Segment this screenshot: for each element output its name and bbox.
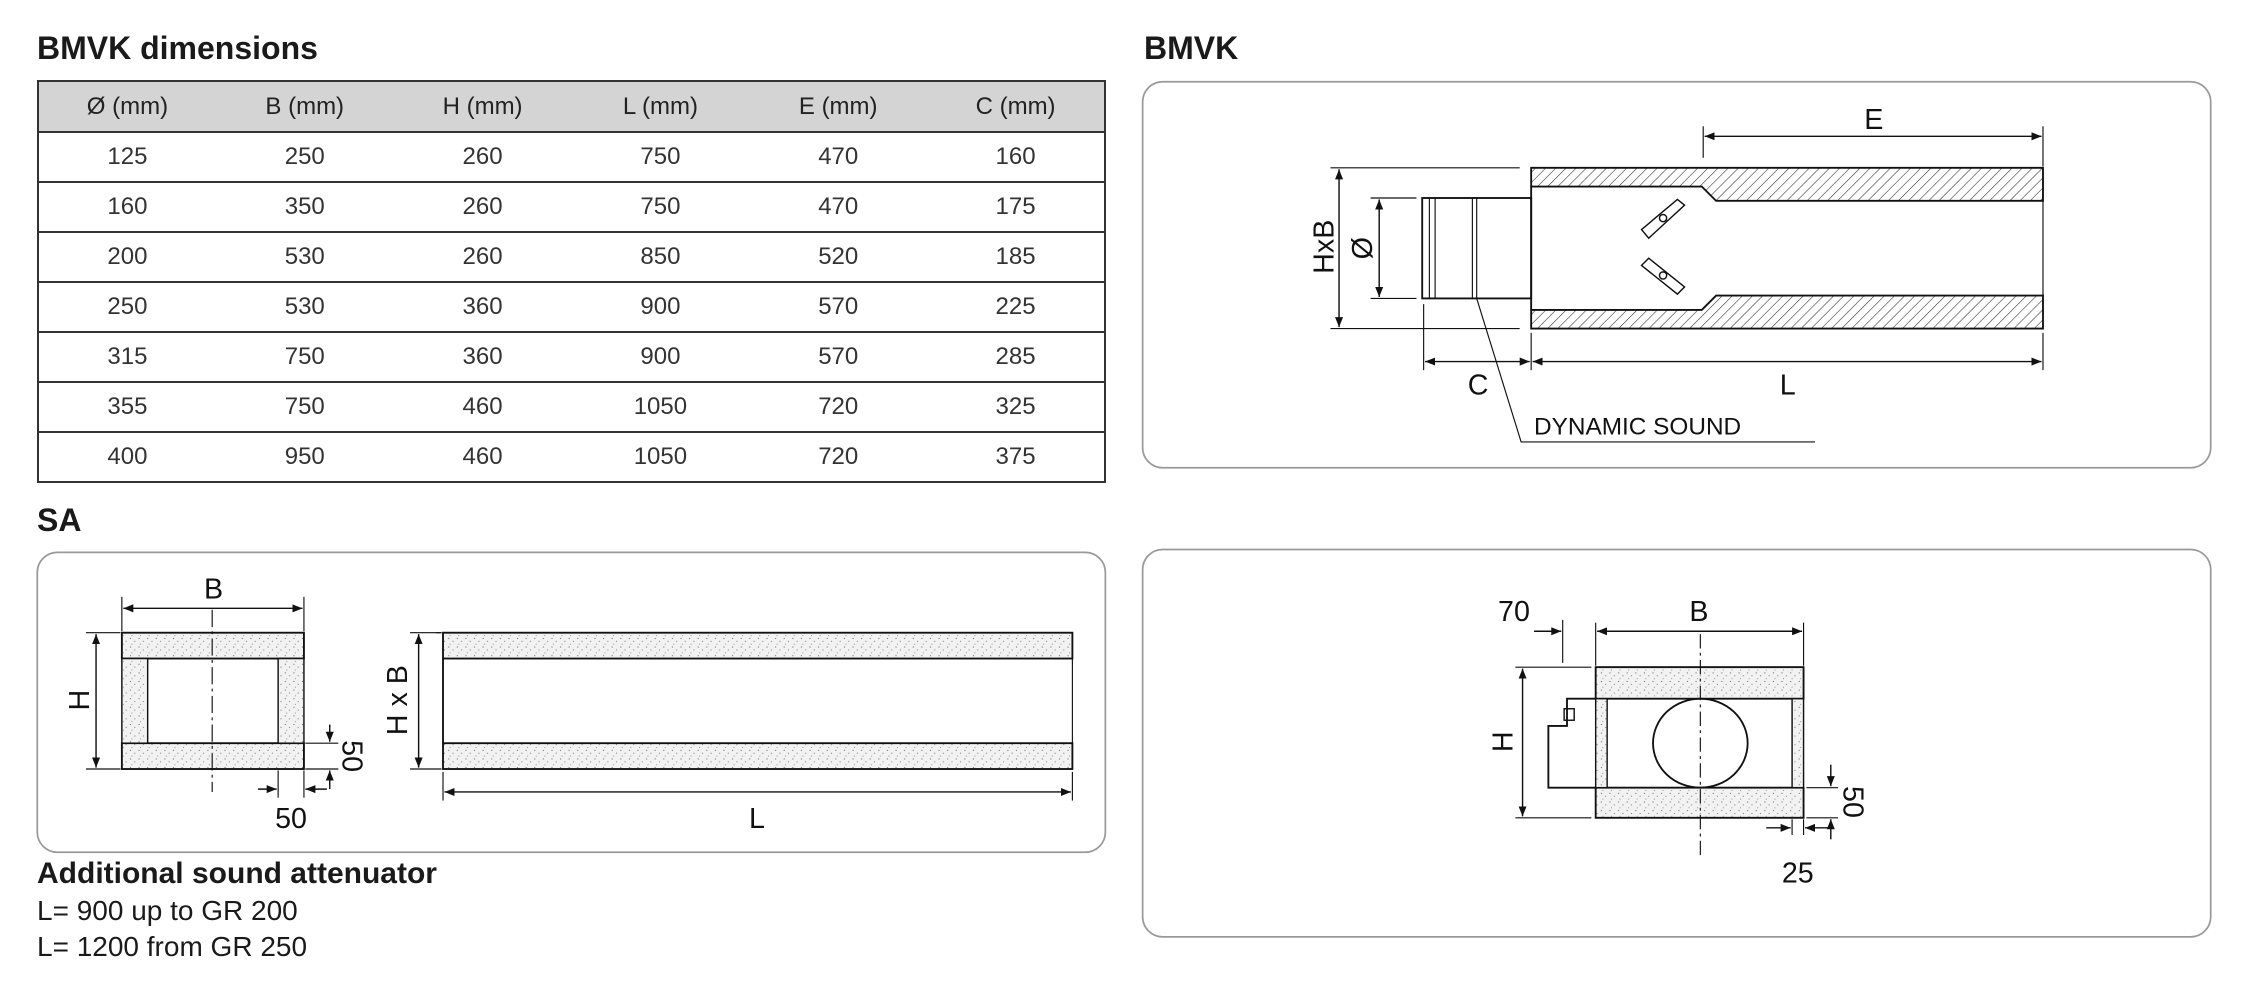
- bottom-hatch: [1530, 294, 2044, 330]
- bmvk-hxb-label: HxB: [1308, 220, 1340, 274]
- table-cell: 200: [38, 231, 216, 282]
- controller-box: [1547, 697, 1596, 789]
- table-cell: 375: [927, 431, 1105, 482]
- table-cell: 1050: [571, 381, 750, 432]
- table-cell: 315: [38, 331, 216, 382]
- table-cell: 570: [749, 281, 928, 332]
- sa-side-view: [442, 631, 1074, 770]
- table-cell: 1050: [571, 431, 750, 482]
- sa-l-label: L: [749, 803, 765, 835]
- notes-line-1: L= 900 up to GR 200: [37, 895, 298, 926]
- section-50-label: 50: [1837, 786, 1869, 818]
- bmvk-diameter-label: Ø: [1347, 237, 1379, 259]
- sa-title: SA: [37, 502, 82, 538]
- sa-50-vertical-label: 50: [336, 740, 368, 772]
- section-b-label: B: [1689, 596, 1708, 628]
- table-cell: 350: [215, 181, 394, 232]
- bmvk-drawing: [1330, 126, 2044, 443]
- bmvk-panel: [1141, 80, 2212, 469]
- table-cell: 250: [38, 281, 216, 332]
- table-cell: 520: [749, 231, 928, 282]
- table-cell: 750: [571, 131, 750, 182]
- table-cell: 260: [393, 231, 572, 282]
- column-header: L (mm): [571, 81, 750, 133]
- notes-title: Additional sound attenuator: [37, 857, 437, 890]
- sa-hxb-label: H x B: [382, 665, 414, 735]
- column-header: H (mm): [393, 81, 572, 133]
- dynamic-sound-label: DYNAMIC SOUND: [1534, 414, 1741, 441]
- table-cell: 900: [571, 331, 750, 382]
- table-cell: 285: [927, 331, 1105, 382]
- table-cell: 125: [38, 131, 216, 182]
- notes-line-2: L= 1200 from GR 250: [37, 931, 308, 962]
- bmvk-title: BMVK: [1144, 30, 1239, 66]
- top-hatch: [1530, 166, 2044, 202]
- table-cell: 750: [571, 181, 750, 232]
- bmvk-c-label: C: [1468, 370, 1489, 402]
- column-header: B (mm): [215, 81, 394, 133]
- bmvk-e-label: E: [1864, 104, 1883, 136]
- table-cell: 355: [38, 381, 216, 432]
- table-cell: 750: [215, 381, 394, 432]
- section-70-label: 70: [1498, 596, 1530, 628]
- table-cell: 460: [393, 381, 572, 432]
- section-drawing: [1547, 634, 1805, 856]
- table-cell: 900: [571, 281, 750, 332]
- dynamic-sound-leader: [1476, 298, 1816, 443]
- sa-50-horizontal-label: 50: [275, 803, 307, 835]
- table-cell: 185: [927, 231, 1105, 282]
- table-cell: 175: [927, 181, 1105, 232]
- table-cell: 850: [571, 231, 750, 282]
- dimensions-table: Ø (mm)B (mm)H (mm)L (mm)E (mm)C (mm) 125…: [37, 80, 1106, 483]
- section-panel: [1141, 548, 2212, 938]
- table-cell: 160: [927, 131, 1105, 182]
- table-cell: 720: [749, 431, 928, 482]
- table-cell: 160: [38, 181, 216, 232]
- section-h-label: H: [1488, 731, 1520, 752]
- sa-b-label: B: [204, 573, 223, 605]
- table-cell: 225: [927, 281, 1105, 332]
- sa-panel: [36, 551, 1107, 854]
- table-cell: 250: [215, 131, 394, 182]
- table-cell: 530: [215, 231, 394, 282]
- table-cell: 470: [749, 181, 928, 232]
- table-cell: 950: [215, 431, 394, 482]
- sa-front-view: [120, 609, 305, 792]
- column-header: E (mm): [749, 81, 928, 133]
- column-header: C (mm): [927, 81, 1105, 133]
- table-cell: 260: [393, 181, 572, 232]
- sa-h-label: H: [64, 690, 96, 711]
- table-cell: 460: [393, 431, 572, 482]
- column-header: Ø (mm): [38, 81, 216, 133]
- table-cell: 750: [215, 331, 394, 382]
- bmvk-l-label: L: [1780, 370, 1796, 402]
- table-cell: 360: [393, 281, 572, 332]
- section-25-label: 25: [1782, 857, 1814, 889]
- table-cell: 530: [215, 281, 394, 332]
- spigot: [1421, 197, 1533, 300]
- vanes: [1640, 198, 1686, 296]
- table-cell: 260: [393, 131, 572, 182]
- table-title: BMVK dimensions: [37, 30, 318, 66]
- table-cell: 720: [749, 381, 928, 432]
- table-cell: 400: [38, 431, 216, 482]
- table-cell: 470: [749, 131, 928, 182]
- table-cell: 360: [393, 331, 572, 382]
- table-header-row: Ø (mm)B (mm)H (mm)L (mm)E (mm)C (mm): [38, 81, 1105, 133]
- table-cell: 570: [749, 331, 928, 382]
- table-cell: 325: [927, 381, 1105, 432]
